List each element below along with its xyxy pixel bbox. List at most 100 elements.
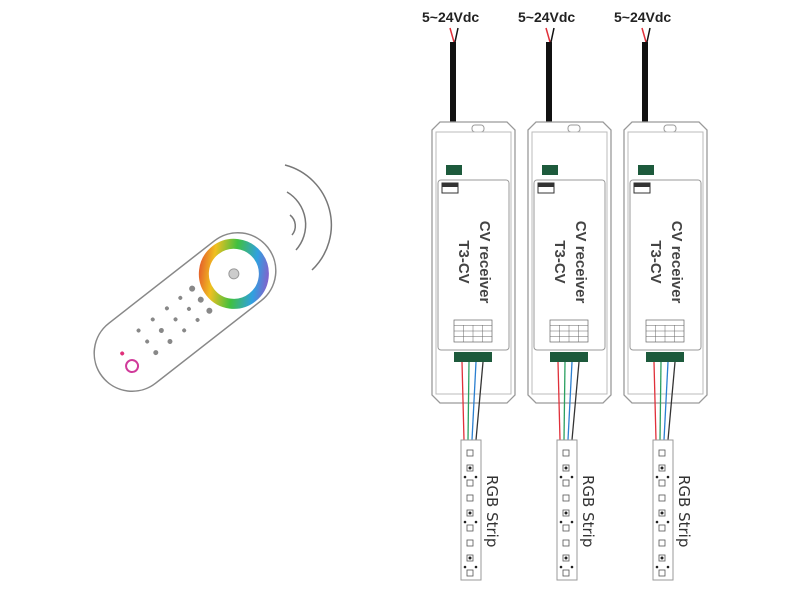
- voltage-label: 5~24Vdc: [518, 9, 575, 25]
- strip-dot: [564, 511, 568, 515]
- power-wire-negative: [454, 27, 459, 43]
- led-chip: [658, 569, 666, 577]
- output-wire: [659, 361, 662, 441]
- led-chip: [562, 554, 570, 562]
- receiver-body: [533, 179, 606, 351]
- output-table: [549, 319, 589, 343]
- match-button-bar: [538, 183, 554, 187]
- led-chip: [562, 524, 570, 532]
- receiver-title: CV receiver: [668, 221, 685, 304]
- match-button-bar: [442, 183, 458, 187]
- receiver-body: [629, 179, 702, 351]
- led-chip: [658, 524, 666, 532]
- remote-buttons: [136, 285, 213, 356]
- rgb-strip: [460, 439, 482, 581]
- led-chip: [562, 479, 570, 487]
- strip-dot: [463, 520, 467, 524]
- led-chip: [562, 539, 570, 547]
- led-chip: [562, 509, 570, 517]
- output-table: [645, 319, 685, 343]
- strip-dot: [666, 475, 670, 479]
- power-button: [125, 359, 140, 374]
- housing-inner-outline: [627, 131, 704, 395]
- output-wire: [475, 361, 484, 441]
- strip-dot: [468, 466, 472, 470]
- led-chip: [658, 479, 666, 487]
- receiver-model: T3-CV: [455, 240, 472, 283]
- led-chip: [658, 539, 666, 547]
- strip-dot: [655, 565, 659, 569]
- power-cable: [450, 42, 456, 150]
- output-wire: [467, 361, 470, 441]
- strip-dot: [660, 466, 664, 470]
- receiver-title: CV receiver: [476, 221, 493, 304]
- output-wire: [461, 361, 465, 441]
- housing-inner-outline: [531, 131, 608, 395]
- power-terminal: [638, 165, 654, 175]
- output-wire: [663, 361, 669, 441]
- led-chip: [466, 524, 474, 532]
- strip-dot: [666, 565, 670, 569]
- receiver-title: CV receiver: [572, 221, 589, 304]
- led-chip: [658, 464, 666, 472]
- power-terminal: [446, 165, 462, 175]
- led-chip: [466, 479, 474, 487]
- output-wire: [667, 361, 676, 441]
- voltage-label: 5~24Vdc: [422, 9, 479, 25]
- strip-dot: [474, 475, 478, 479]
- remote-control: [93, 232, 277, 392]
- power-terminal: [542, 165, 558, 175]
- strip-dot: [559, 520, 563, 524]
- led-chip: [562, 464, 570, 472]
- output-table: [453, 319, 493, 343]
- strip-dot: [474, 565, 478, 569]
- output-wire: [557, 361, 561, 441]
- strip-dot: [564, 556, 568, 560]
- strip-dot: [660, 511, 664, 515]
- led-chip: [466, 464, 474, 472]
- output-terminal: [646, 352, 684, 362]
- rgb-strip: [652, 439, 674, 581]
- strip-label: RGB Strip: [675, 475, 693, 547]
- voltage-label: 5~24Vdc: [614, 9, 671, 25]
- output-wire: [567, 361, 573, 441]
- led-chip: [466, 554, 474, 562]
- led-chip: [562, 569, 570, 577]
- output-terminal: [454, 352, 492, 362]
- output-wire: [653, 361, 657, 441]
- strip-label: RGB Strip: [579, 475, 597, 547]
- strip-dot: [463, 565, 467, 569]
- led-chip: [658, 554, 666, 562]
- led-chip: [658, 509, 666, 517]
- power-cable: [546, 42, 552, 150]
- led-chip: [466, 569, 474, 577]
- strip-dot: [666, 520, 670, 524]
- power-wire-negative: [646, 27, 651, 43]
- match-button-bar: [634, 183, 650, 187]
- led-chip: [562, 494, 570, 502]
- strip-dot: [468, 556, 472, 560]
- receiver-model: T3-CV: [551, 240, 568, 283]
- strip-dot: [655, 520, 659, 524]
- receiver-model: T3-CV: [647, 240, 664, 283]
- receiver-body: [437, 179, 510, 351]
- output-terminal: [550, 352, 588, 362]
- output-wire: [571, 361, 580, 441]
- led-chip: [466, 494, 474, 502]
- strip-dot: [570, 475, 574, 479]
- output-wire: [563, 361, 566, 441]
- strip-dot: [559, 565, 563, 569]
- led-chip: [658, 449, 666, 457]
- strip-dot: [463, 475, 467, 479]
- led-chip: [466, 509, 474, 517]
- strip-dot: [564, 466, 568, 470]
- led-chip: [466, 449, 474, 457]
- strip-dot: [660, 556, 664, 560]
- strip-dot: [655, 475, 659, 479]
- strip-dot: [570, 520, 574, 524]
- strip-label: RGB Strip: [483, 475, 501, 547]
- output-wire: [471, 361, 477, 441]
